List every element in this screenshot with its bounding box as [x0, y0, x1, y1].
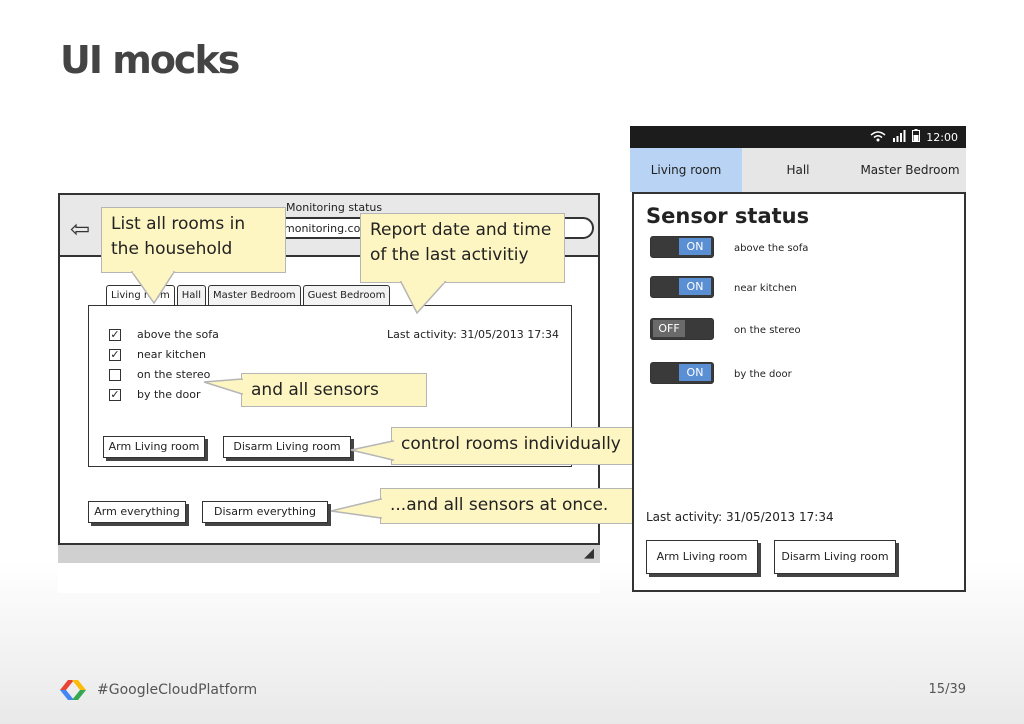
sensor-label: on the stereo	[137, 368, 211, 381]
callout-tail	[330, 498, 382, 519]
sensor-toggle[interactable]: ON	[650, 276, 714, 298]
toggle-label: near kitchen	[734, 283, 797, 294]
arm-everything-button[interactable]: Arm everything	[88, 501, 186, 523]
footer-hashtag: #GoogleCloudPlatform	[97, 682, 258, 698]
disarm-room-button[interactable]: Disarm Living room	[774, 540, 896, 574]
disarm-everything-button[interactable]: Disarm everything	[202, 501, 328, 523]
arm-room-button[interactable]: Arm Living room	[103, 436, 205, 458]
android-statusbar: 12:00	[630, 126, 966, 148]
sensor-label: near kitchen	[137, 348, 206, 361]
sensor-row[interactable]: ✓ above the sofa	[109, 328, 219, 341]
checkbox[interactable]: ✓	[109, 327, 121, 341]
browser-statusbar	[58, 543, 600, 563]
tab-master-bedroom[interactable]: Master Bedroom	[208, 285, 301, 307]
checkbox[interactable]: ✓	[109, 347, 121, 361]
callout-tail	[399, 281, 447, 315]
sensor-row[interactable]: on the stereo	[109, 368, 210, 381]
callout-sensors: and all sensors	[241, 373, 427, 407]
sensor-toggle[interactable]: ON	[650, 362, 714, 384]
tab-guest-bedroom[interactable]: Guest Bedroom	[302, 285, 391, 307]
last-activity: Last activity: 31/05/2013 17:34	[387, 328, 559, 341]
resize-handle-icon[interactable]: ◢	[584, 546, 594, 561]
window-title: Monitoring status	[286, 201, 383, 214]
callout-all-at-once: ...and all sensors at once.	[380, 488, 638, 524]
battery-icon	[912, 129, 921, 145]
checkbox[interactable]: ✓	[109, 387, 121, 401]
signal-icon	[892, 129, 906, 145]
tab-hall[interactable]: Hall	[176, 285, 206, 307]
checkbox[interactable]	[109, 368, 121, 381]
sensor-toggle[interactable]: ON	[650, 236, 714, 258]
callout-tail	[203, 378, 243, 396]
callout-rooms: List all rooms in the household	[101, 207, 286, 273]
toggle-label: by the door	[734, 369, 792, 380]
android-mock: 12:00 Living room Hall Master Bedroom Se…	[630, 126, 966, 592]
back-arrow-icon[interactable]: ⇦	[70, 215, 91, 243]
sensor-toggle[interactable]: OFF	[650, 318, 714, 340]
sensor-label: above the sofa	[137, 328, 219, 341]
android-content: Sensor status ON above the sofa ON near …	[632, 192, 966, 592]
sensor-label: by the door	[137, 388, 201, 401]
arm-room-button[interactable]: Arm Living room	[646, 540, 758, 574]
callout-tail	[130, 271, 176, 305]
last-activity: Last activity: 31/05/2013 17:34	[646, 510, 834, 524]
tab-hall[interactable]: Hall	[786, 163, 810, 177]
tab-living-room[interactable]: Living room	[630, 148, 742, 192]
status-time: 12:00	[926, 130, 958, 144]
sensor-status-heading: Sensor status	[646, 204, 810, 228]
sensor-row[interactable]: ✓ near kitchen	[109, 348, 206, 361]
wifi-icon	[870, 130, 886, 145]
callout-tail	[350, 440, 394, 461]
page-number: 15/39	[928, 682, 966, 697]
tab-master-bedroom[interactable]: Master Bedroom	[860, 163, 960, 177]
disarm-room-button[interactable]: Disarm Living room	[223, 436, 351, 458]
sensor-row[interactable]: ✓ by the door	[109, 388, 201, 401]
callout-control: control rooms individually	[391, 427, 651, 465]
google-cloud-logo	[58, 678, 88, 706]
callout-report: Report date and time of the last activit…	[360, 213, 565, 283]
android-tabbar: Living room Hall Master Bedroom	[630, 148, 966, 192]
room-tabs: Living room Hall Master Bedroom Guest Be…	[106, 285, 391, 309]
slide-title: UI mocks	[60, 38, 240, 82]
toggle-label: on the stereo	[734, 325, 801, 336]
toggle-label: above the sofa	[734, 243, 809, 254]
